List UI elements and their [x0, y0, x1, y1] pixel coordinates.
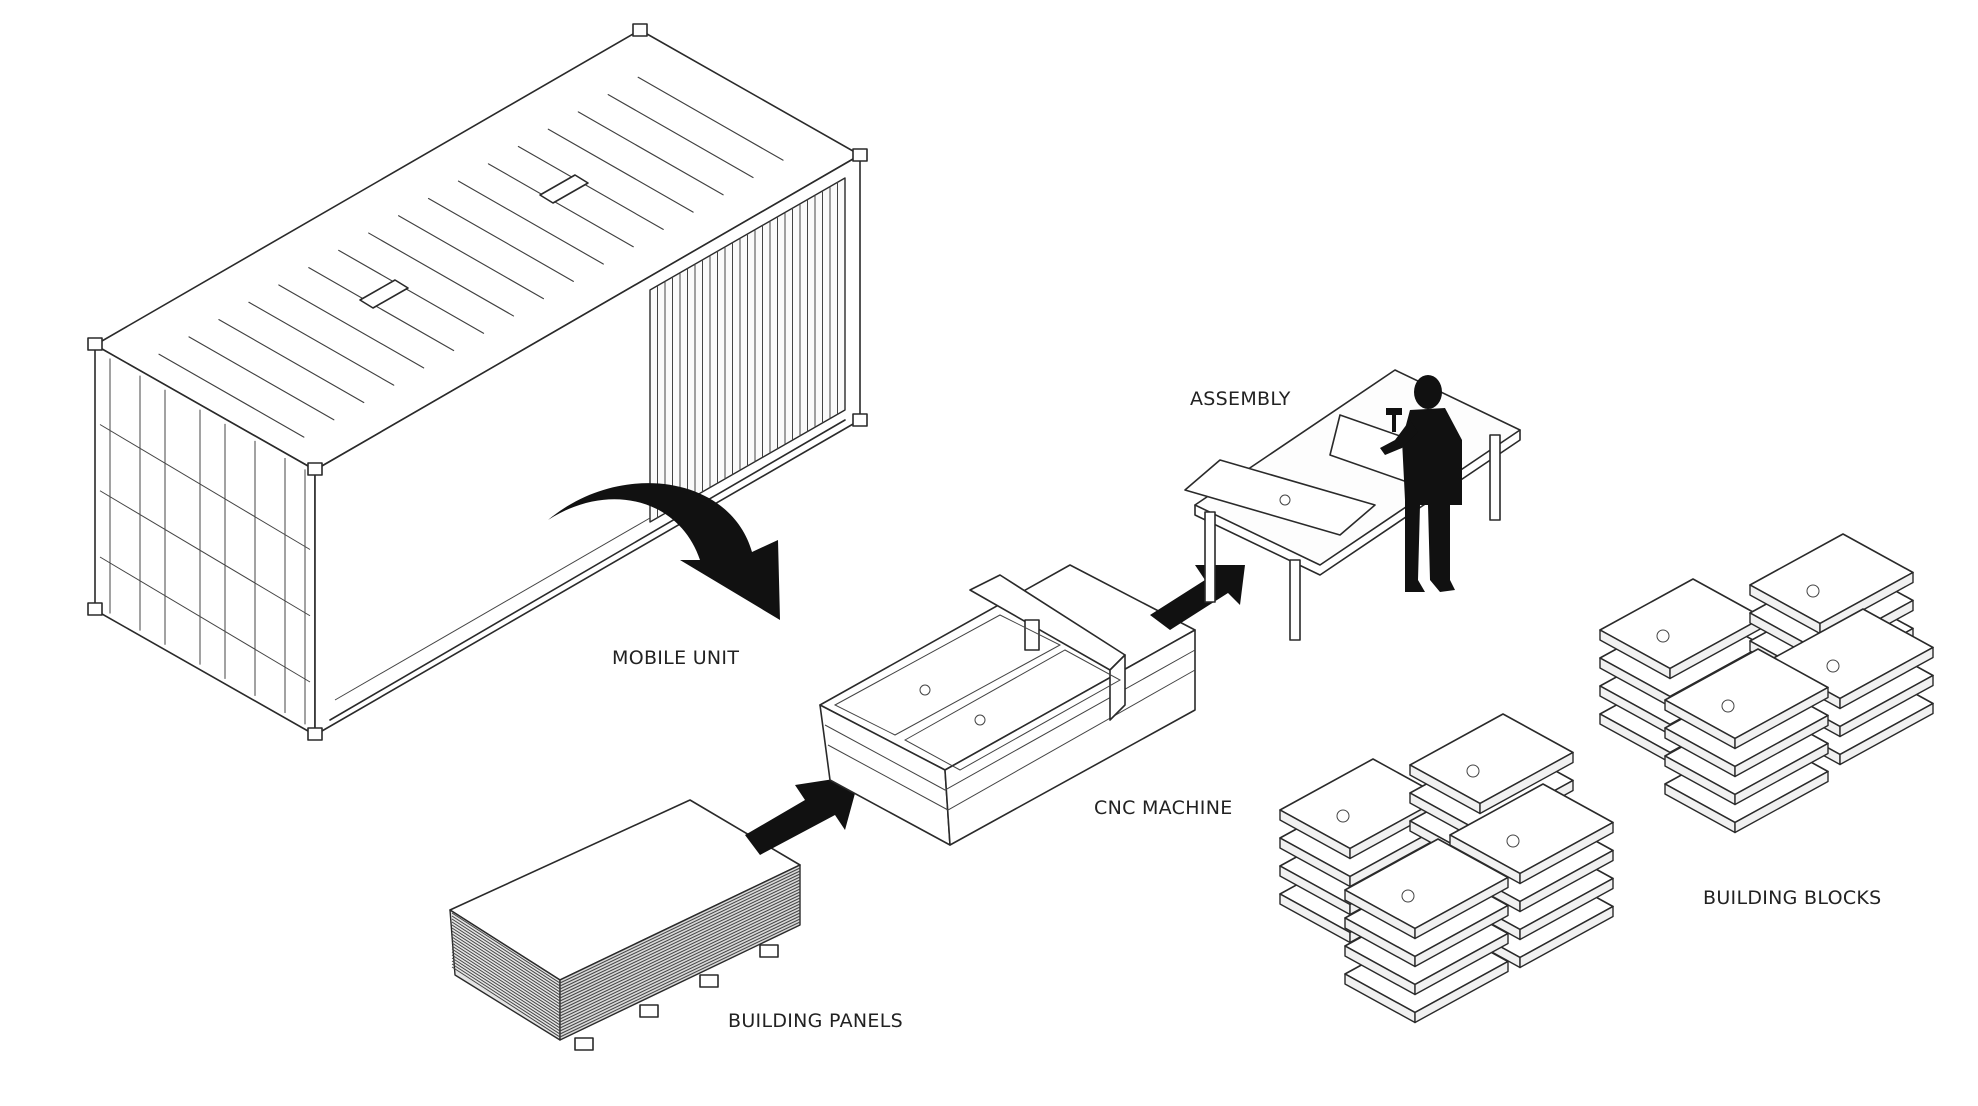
- building-panels-label: BUILDING PANELS: [728, 1010, 903, 1032]
- shipping-container-illustration: [88, 24, 867, 740]
- building-blocks-illustration: [1280, 534, 1933, 1023]
- assembly-label: ASSEMBLY: [1190, 388, 1291, 410]
- cnc-machine-label: CNC MACHINE: [1094, 797, 1233, 819]
- arrow-cnc-to-assembly-icon: [1150, 565, 1245, 630]
- building-blocks-label: BUILDING BLOCKS: [1703, 887, 1882, 909]
- mobile-unit-label: MOBILE UNIT: [612, 647, 739, 669]
